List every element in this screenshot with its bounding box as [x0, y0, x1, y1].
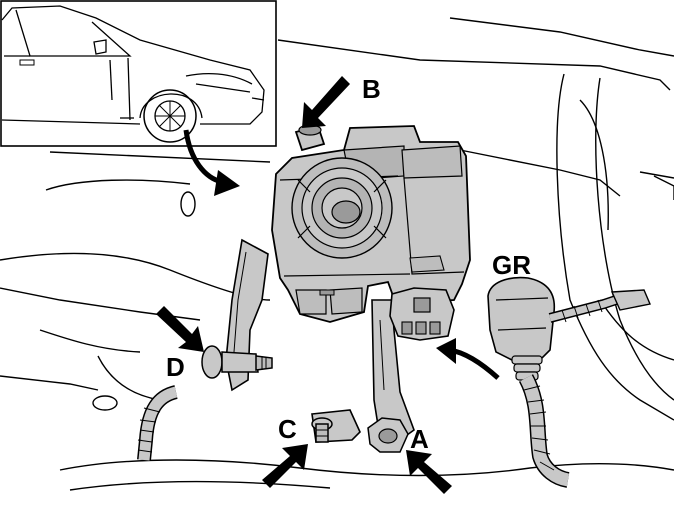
- bolt-c: [311, 417, 333, 443]
- sensor-module: [271, 124, 471, 323]
- callout-b: B: [362, 74, 381, 104]
- bolt-d: [201, 345, 273, 379]
- panel-hole: [180, 191, 196, 217]
- callout-d: D: [166, 352, 185, 382]
- callout-a: A: [410, 424, 429, 454]
- corrugated-hose: [137, 385, 178, 461]
- car-inset: [0, 0, 277, 147]
- gr-plug: [487, 276, 556, 381]
- wire-harness: [518, 289, 651, 488]
- pointer-arrows: [156, 76, 500, 494]
- nut-a: [367, 417, 409, 453]
- panel-hole: [92, 395, 118, 411]
- callout-c: C: [278, 414, 297, 444]
- curved-arrow: [183, 129, 240, 196]
- module-connector: [389, 287, 455, 341]
- callout-gr: GR: [492, 250, 531, 280]
